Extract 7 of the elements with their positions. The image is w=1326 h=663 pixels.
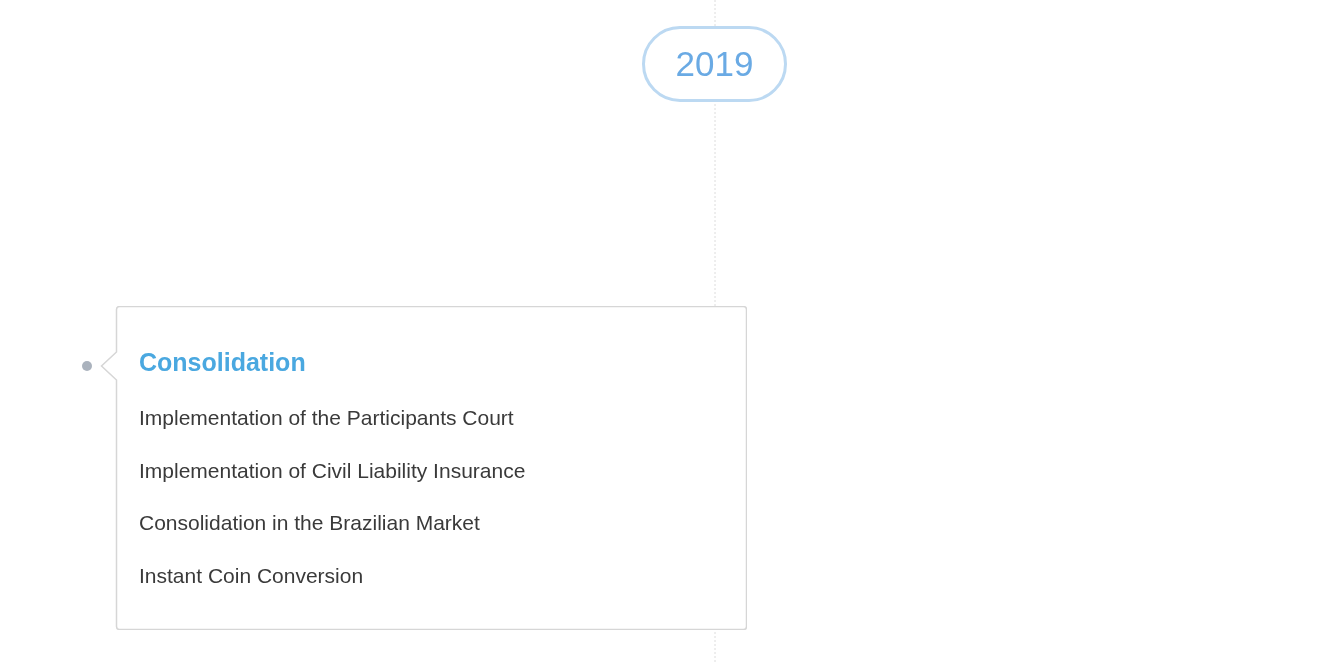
milestone-card [100,306,747,630]
milestone-item: Instant Coin Conversion [139,562,364,589]
milestone-item: Implementation of the Participants Court [139,405,514,431]
milestone-item: Consolidation in the Brazilian Market [139,510,480,536]
year-marker: 2019 [642,26,787,102]
milestone-item: Implementation of Civil Liability Insurance [139,457,526,484]
milestone-heading: Consolidation [139,347,306,377]
